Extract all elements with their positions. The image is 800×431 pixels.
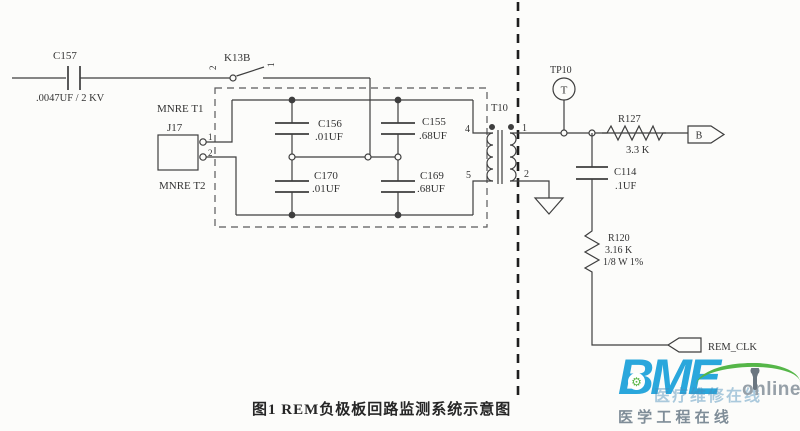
junction-ring [288, 153, 296, 161]
transformer-t10: T10 4 5 1 2 [465, 103, 529, 184]
secondary-winding [509, 132, 517, 182]
wire [510, 180, 550, 198]
switch-blade [236, 66, 265, 77]
wire [591, 276, 668, 346]
rating-label: 1/8 W 1% [603, 257, 643, 268]
junction-ring [394, 153, 402, 161]
ref-label: J17 [167, 122, 183, 134]
resistor-r127-zigzag [602, 124, 666, 142]
value-label: 3.3 K [626, 145, 650, 156]
junction-dot [394, 211, 402, 219]
pin-number: 1 [208, 132, 213, 142]
switch-pole-contact [229, 74, 237, 82]
contact-number: 1 [266, 63, 276, 68]
wire [472, 100, 493, 134]
test-point-symbol: T [561, 85, 568, 97]
primary-winding [486, 132, 494, 182]
contact-number: 2 [208, 66, 218, 71]
capacitor-plates [381, 180, 415, 193]
junction-ring [364, 153, 372, 161]
port-b-flag [687, 125, 726, 144]
port-rem-clk-flag [666, 337, 702, 353]
value-label: 3.16 K [605, 245, 633, 256]
wire [206, 156, 237, 215]
pin-number: 2 [208, 148, 213, 158]
value-label: .01UF [312, 183, 340, 195]
transformer-core [497, 130, 503, 184]
ref-label: C169 [420, 170, 444, 182]
net-label: MNRE T1 [157, 103, 204, 115]
ref-label: R120 [608, 233, 630, 244]
wire [206, 100, 233, 143]
switch-k13b: K13B 2 1 [208, 52, 371, 157]
junction-dot [288, 211, 296, 219]
pin-number: 1 [522, 123, 527, 134]
resistor-r120-zigzag [583, 228, 601, 276]
logo-tagline: 医 学 工 程 在 线 [618, 409, 729, 426]
connector-j17: MNRE T1 J17 MNRE T2 1 2 [157, 103, 213, 192]
value-label: .1UF [615, 181, 636, 192]
capacitor-plates [576, 166, 608, 180]
watermark-text: 医疗维修在线 [654, 388, 763, 405]
value-label: .68UF [417, 183, 445, 195]
gear-icon: ⚙ [628, 373, 645, 390]
net-label: MNRE T2 [159, 180, 206, 192]
ref-label: C155 [422, 116, 446, 128]
pin-circle [199, 138, 207, 146]
bme-logo: BME ⚙ 医疗维修在线 online 医 学 工 程 在 线 [616, 352, 800, 431]
ref-label: K13B [224, 52, 250, 64]
ref-label: C170 [314, 170, 338, 182]
pin-number: 5 [466, 170, 471, 181]
wrench-shape [750, 368, 760, 390]
connector-body [157, 134, 199, 171]
ref-label: C114 [614, 167, 637, 178]
ref-label: C156 [318, 118, 342, 130]
ref-label: C157 [53, 50, 77, 62]
secondary-side: T TP10 R127 3.3 K B C114 .1UF R120 3.16 … [510, 65, 757, 353]
value-label: .0047UF / 2 KV [36, 93, 105, 104]
pin-circle [199, 153, 207, 161]
value-label: .01UF [315, 131, 343, 143]
port-label: REM_CLK [708, 342, 757, 353]
ref-label: T10 [491, 103, 508, 114]
gear-glyph: ⚙ [631, 374, 642, 389]
phase-dot [508, 123, 515, 130]
dashed-boundary-box [214, 87, 488, 228]
junction-ring [560, 129, 568, 137]
ground-symbol [533, 197, 565, 215]
ref-label: R127 [618, 114, 641, 125]
port-label: B [696, 131, 703, 142]
capacitor-c157: C157 .0047UF / 2 KV [12, 50, 230, 104]
value-label: .68UF [419, 130, 447, 142]
wrench-icon [750, 368, 760, 390]
capacitor-bank: C156 .01UF C155 .68UF C170 .01UF C169 .6… [206, 96, 493, 219]
figure-caption: 图1 REM负极板回路监测系统示意图 [252, 402, 512, 418]
phase-dot [489, 123, 496, 130]
wire [472, 180, 493, 215]
capacitor-plates [275, 122, 309, 135]
pin-number: 4 [465, 124, 470, 135]
junction-dot [394, 96, 402, 104]
capacitor-plates [275, 180, 309, 193]
junction-dot [288, 96, 296, 104]
ref-label: TP10 [550, 65, 572, 76]
pin-number: 2 [524, 169, 529, 180]
capacitor-plates [381, 122, 415, 135]
